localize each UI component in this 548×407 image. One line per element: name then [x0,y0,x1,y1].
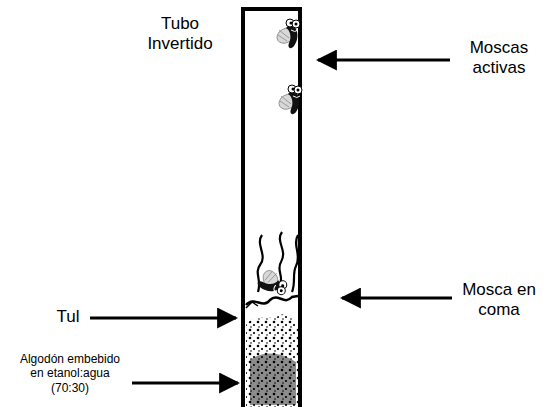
coma-fly-label: Mosca en coma [455,280,543,321]
tube-outline [243,9,300,407]
cotton [246,314,298,407]
active-flies-label: Moscas activas [455,38,543,79]
active-fly [274,19,300,48]
tulle-label: Tul [50,307,86,327]
active-fly [276,85,302,114]
leader-arrow [90,60,452,383]
coma-fly [257,267,288,295]
tube-label: Tubo Invertido [128,14,232,55]
cotton-label: Algodón embebido en etanol:agua (70:30) [14,352,126,395]
